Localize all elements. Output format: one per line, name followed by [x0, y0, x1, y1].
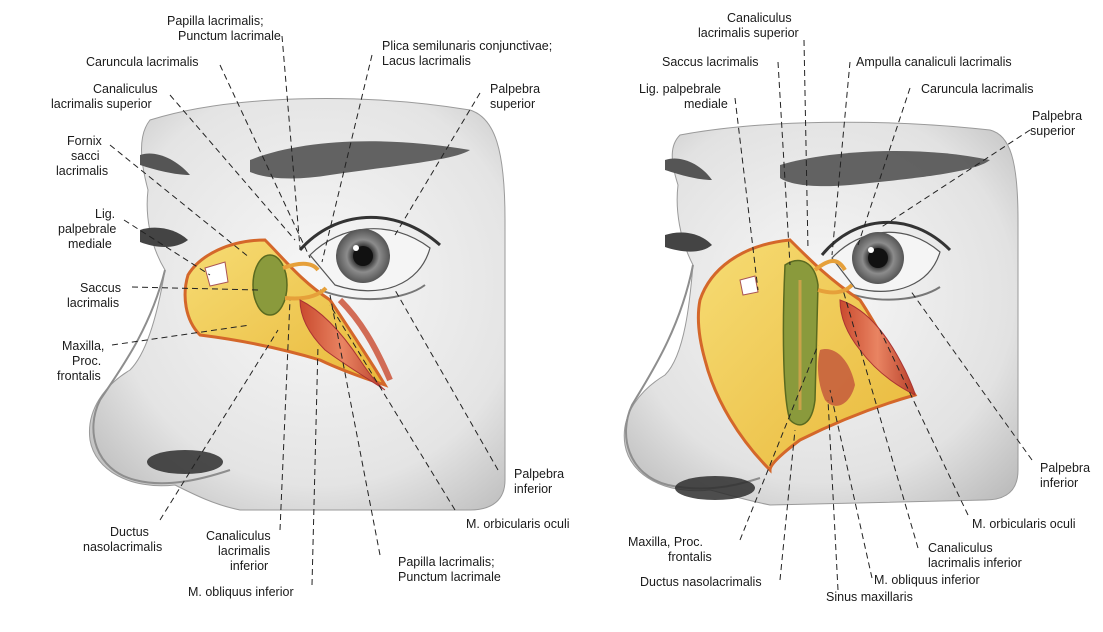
left-nostril [147, 450, 223, 474]
label-canaliculus-inferior: Canaliculus lacrimalis inferior [206, 529, 274, 573]
label-palpebra-superior: Palpebra superior [490, 82, 544, 111]
label-ductus-nasolacrimalis: Ductus nasolacrimalis [83, 525, 162, 554]
label-r-palpebra-inferior: Palpebra inferior [1040, 461, 1094, 490]
label-m-obliquus: M. obliquus inferior [188, 585, 294, 599]
label-r-lig-palpebrale: Lig. palpebrale mediale [639, 82, 728, 111]
label-r-canaliculus-superior: Canaliculus lacrimalis superior [698, 11, 799, 40]
label-saccus-lacrimalis: Saccus lacrimalis [67, 281, 124, 310]
label-lig-palpebrale: Lig. palpebrale mediale [58, 207, 120, 251]
label-fornix-sacci: Fornix sacci lacrimalis [56, 134, 108, 178]
label-caruncula-lacrimalis: Caruncula lacrimalis [86, 55, 199, 69]
label-m-orbicularis: M. orbicularis oculi [466, 517, 570, 531]
label-papilla-lacrimalis-superior: Papilla lacrimalis; Punctum lacrimale [167, 14, 281, 43]
right-nostril [675, 476, 755, 500]
label-canaliculus-superior: Canaliculus lacrimalis superior [51, 82, 161, 111]
label-r-m-orbicularis: M. orbicularis oculi [972, 517, 1076, 531]
label-r-ductus: Ductus nasolacrimalis [640, 575, 762, 589]
right-face-illustration [624, 122, 1018, 505]
label-r-caruncula: Caruncula lacrimalis [921, 82, 1034, 96]
label-papilla-lacrimalis-inferior: Papilla lacrimalis; Punctum lacrimale [398, 555, 501, 584]
label-r-canaliculus-inferior: Canaliculus lacrimalis inferior [928, 541, 1022, 570]
left-lacrimal-sac [253, 255, 287, 315]
label-r-palpebra-superior: Palpebra superior [1030, 109, 1086, 138]
label-maxilla: Maxilla, Proc. frontalis [57, 339, 108, 383]
label-r-sinus: Sinus maxillaris [826, 590, 913, 604]
label-r-maxilla: Maxilla, Proc. frontalis [628, 535, 712, 564]
label-r-ampulla: Ampulla canaliculi lacrimalis [856, 55, 1012, 69]
left-face-illustration [89, 99, 505, 510]
label-plica-semilunaris: Plica semilunaris conjunctivae; Lacus la… [382, 39, 556, 68]
label-r-saccus-lacrimalis: Saccus lacrimalis [662, 55, 759, 69]
label-palpebra-inferior: Palpebra inferior [514, 467, 568, 496]
label-r-m-obliquus: M. obliquus inferior [874, 573, 980, 587]
